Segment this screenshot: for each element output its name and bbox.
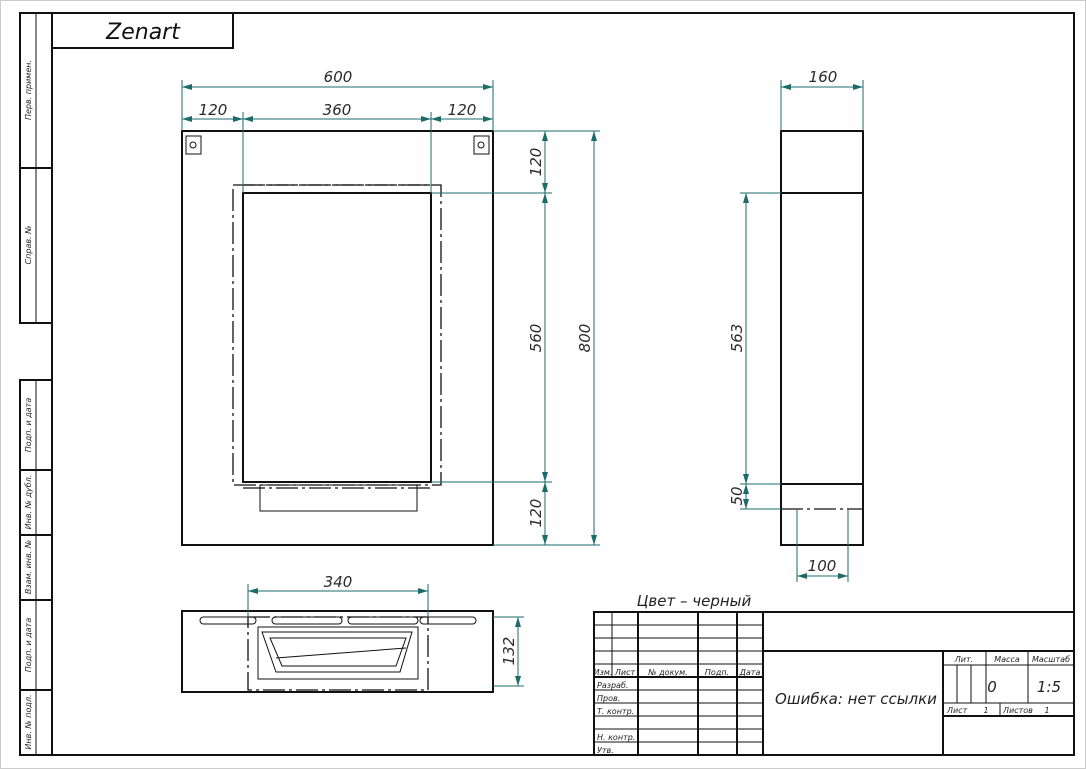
dim-top-depth: 132 — [500, 637, 518, 666]
dim-side-bottom: 50 — [728, 486, 746, 505]
side-label-vzam: Взам. инв. № — [24, 540, 33, 594]
dim-side-base: 100 — [808, 557, 837, 575]
tb-designation: Ошибка: нет ссылки — [775, 690, 937, 708]
top-view — [181, 610, 494, 693]
side-view — [780, 130, 864, 546]
front-dimensions: 600 120 360 120 120 560 120 800 — [181, 68, 600, 546]
tb-sheet-label: Лист — [946, 706, 968, 715]
dim-side-width: 160 — [809, 68, 838, 86]
dim-front-top: 120 — [527, 148, 545, 177]
dim-front-width: 600 — [324, 68, 353, 86]
tb-role-tkontr: Т. контр. — [597, 707, 634, 716]
side-label-inv-dubl: Инв. № дубл. — [24, 475, 33, 530]
tb-role-utv: Утв. — [597, 746, 614, 755]
brand-box — [51, 12, 234, 49]
dim-front-middle: 560 — [527, 324, 545, 353]
tb-sheet-value: 1 — [983, 706, 988, 715]
side-dimensions: 160 563 50 100 — [728, 68, 864, 582]
side-label-perv: Перв. примен. — [24, 60, 33, 120]
tb-header-dokum: № докум. — [647, 668, 687, 677]
tb-scale-label: Масштаб — [1032, 655, 1070, 664]
dim-top-width: 340 — [324, 573, 353, 591]
tb-role-prov: Пров. — [597, 694, 620, 703]
top-dimensions: 340 132 — [247, 573, 524, 687]
tb-header-izm: Изм. — [594, 668, 613, 677]
dim-front-left: 120 — [199, 101, 228, 119]
tb-role-razrab: Разраб. — [597, 681, 628, 690]
side-label-sprav: Справ. № — [24, 226, 33, 265]
tb-lit-label: Лит. — [954, 655, 973, 664]
color-note: Цвет – черный — [637, 592, 752, 610]
side-strip: Перв. примен. Справ. № Подп. и дата Инв.… — [19, 12, 53, 756]
dim-front-right: 120 — [448, 101, 477, 119]
tb-mass-value: 0 — [987, 678, 997, 696]
dim-front-height: 800 — [576, 324, 594, 353]
drawing-frame — [51, 12, 1075, 756]
dim-side-middle: 563 — [728, 324, 746, 353]
dim-front-bottom: 120 — [527, 499, 545, 528]
tb-header-list: Лист — [614, 668, 636, 677]
tb-header-podp: Подп. — [705, 668, 729, 677]
side-label-inv-podl: Инв. № подл. — [24, 694, 33, 749]
side-label-podp2: Подп. и дата — [24, 618, 33, 673]
tb-sheets-label: Листов — [1002, 706, 1033, 715]
title-block: Изм. Лист № докум. Подп. Дата Разраб. Пр… — [593, 611, 1075, 756]
tb-scale-value: 1:5 — [1037, 678, 1061, 696]
front-view — [181, 130, 494, 546]
tb-mass-label: Масса — [994, 655, 1020, 664]
tb-sheets-value: 1 — [1044, 706, 1049, 715]
tb-role-nkontr: Н. контр. — [597, 733, 635, 742]
side-label-podp1: Подп. и дата — [24, 398, 33, 453]
brand-logo: Zenart — [105, 20, 181, 45]
tb-header-data: Дата — [739, 668, 761, 677]
dim-front-center: 360 — [323, 101, 352, 119]
